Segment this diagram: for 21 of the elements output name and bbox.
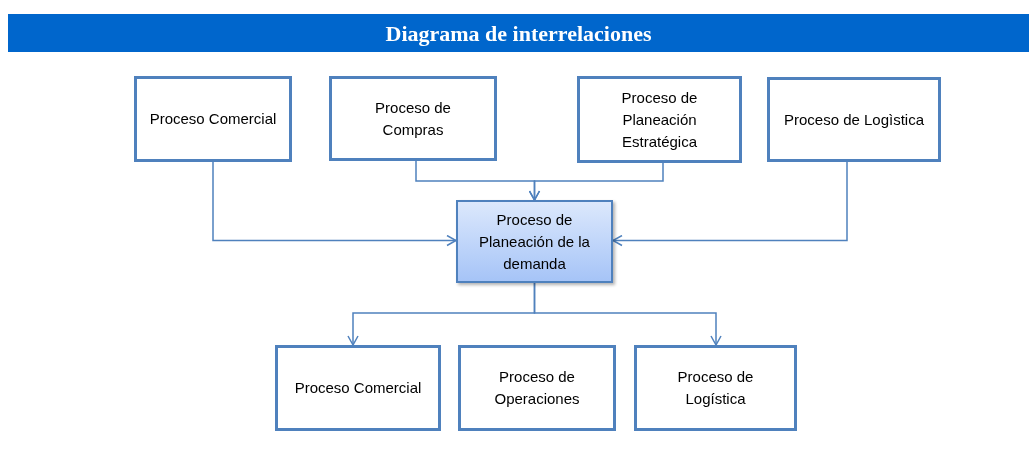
process-label: Proceso de Planeación Estratégica bbox=[620, 87, 699, 152]
process-label: Proceso de Logística bbox=[676, 367, 755, 409]
process-label: Proceso Comercial bbox=[294, 378, 422, 398]
process-box bbox=[134, 76, 292, 162]
process-label: Proceso Comercial bbox=[149, 109, 277, 129]
process-label: Proceso de Logìstica bbox=[783, 109, 925, 130]
arrow bbox=[533, 282, 722, 346]
process-box bbox=[458, 345, 616, 431]
process-label: Proceso de Compras bbox=[374, 97, 452, 140]
process-label: Proceso de Operaciones bbox=[493, 367, 581, 409]
arrow bbox=[212, 161, 457, 247]
process-box bbox=[275, 345, 441, 431]
process-box bbox=[329, 76, 497, 161]
arrow bbox=[612, 161, 848, 247]
process-box bbox=[767, 77, 941, 162]
process-box bbox=[456, 200, 613, 283]
arrow bbox=[528, 162, 664, 201]
process-box bbox=[634, 345, 797, 431]
process-label: Proceso de Planeación de la demanda bbox=[478, 209, 591, 274]
process-box bbox=[577, 76, 742, 163]
diagram-title: Diagrama de interrelaciones bbox=[385, 19, 652, 48]
